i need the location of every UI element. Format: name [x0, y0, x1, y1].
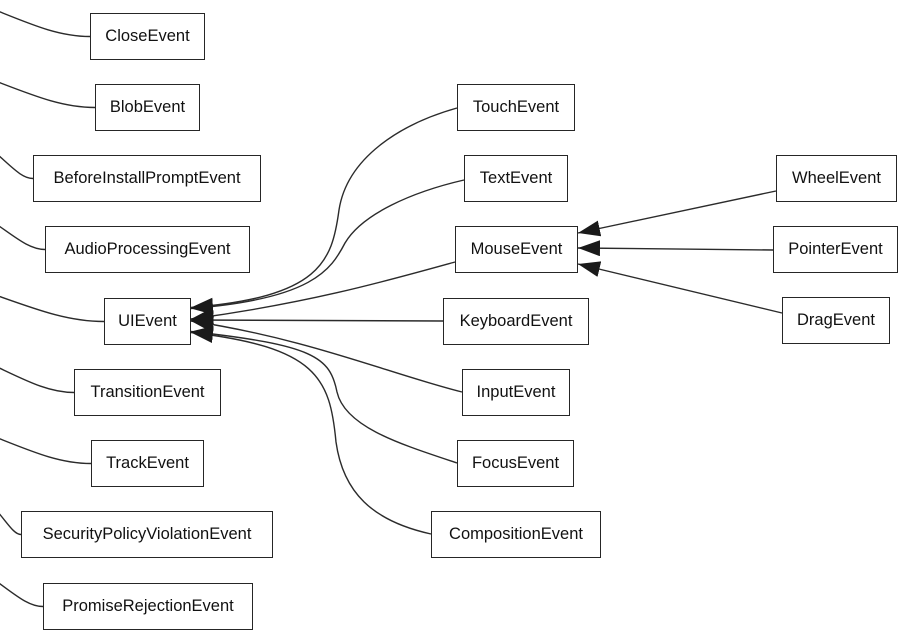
node-touchevent[interactable]: TouchEvent: [457, 84, 575, 131]
edge-inputevent-uievent: [190, 316, 463, 393]
edge-layer: [0, 11, 783, 608]
edge-blobevent-offscreen: [0, 82, 96, 109]
node-inputevent[interactable]: InputEvent: [462, 369, 570, 416]
node-beforeinstallpromptevent[interactable]: BeforeInstallPromptEvent: [33, 155, 261, 202]
edge-textevent-uievent: [190, 179, 465, 315]
node-uievent[interactable]: UIEvent: [104, 298, 191, 345]
edge-compositionevent-uievent: [190, 327, 432, 535]
node-audioprocessingevent[interactable]: AudioProcessingEvent: [45, 226, 250, 273]
node-blobevent[interactable]: BlobEvent: [95, 84, 200, 131]
node-transitionevent[interactable]: TransitionEvent: [74, 369, 221, 416]
edge-focusevent-uievent: [190, 325, 458, 464]
edge-mouseevent-uievent: [190, 261, 456, 324]
edge-keyboardevent-uievent: [190, 312, 444, 329]
node-trackevent[interactable]: TrackEvent: [91, 440, 204, 487]
node-compositionevent[interactable]: CompositionEvent: [431, 511, 601, 558]
edge-securitypolicyviolationevent-offscreen: [0, 513, 22, 536]
edge-dragevent-mouseevent: [577, 261, 783, 314]
edge-wheelevent-mouseevent: [577, 190, 777, 237]
node-promiserejectionevent[interactable]: PromiseRejectionEvent: [43, 583, 253, 630]
edge-promiserejectionevent-offscreen: [0, 582, 44, 608]
edge-pointerevent-mouseevent: [577, 240, 774, 257]
edge-touchevent-uievent: [190, 107, 458, 314]
node-closeevent[interactable]: CloseEvent: [90, 13, 205, 60]
node-pointerevent[interactable]: PointerEvent: [773, 226, 898, 273]
edge-transitionevent-offscreen: [0, 367, 75, 394]
edge-uievent-offscreen: [0, 295, 105, 323]
node-wheelevent[interactable]: WheelEvent: [776, 155, 897, 202]
node-securitypolicyviolationevent[interactable]: SecurityPolicyViolationEvent: [21, 511, 273, 558]
node-textevent[interactable]: TextEvent: [464, 155, 568, 202]
edge-audioprocessingevent-offscreen: [0, 225, 46, 251]
edge-closeevent-offscreen: [0, 11, 91, 38]
edge-beforeinstallpromptevent-offscreen: [0, 155, 34, 180]
node-dragevent[interactable]: DragEvent: [782, 297, 890, 344]
edge-trackevent-offscreen: [0, 438, 92, 465]
node-focusevent[interactable]: FocusEvent: [457, 440, 574, 487]
node-keyboardevent[interactable]: KeyboardEvent: [443, 298, 589, 345]
node-mouseevent[interactable]: MouseEvent: [455, 226, 578, 273]
